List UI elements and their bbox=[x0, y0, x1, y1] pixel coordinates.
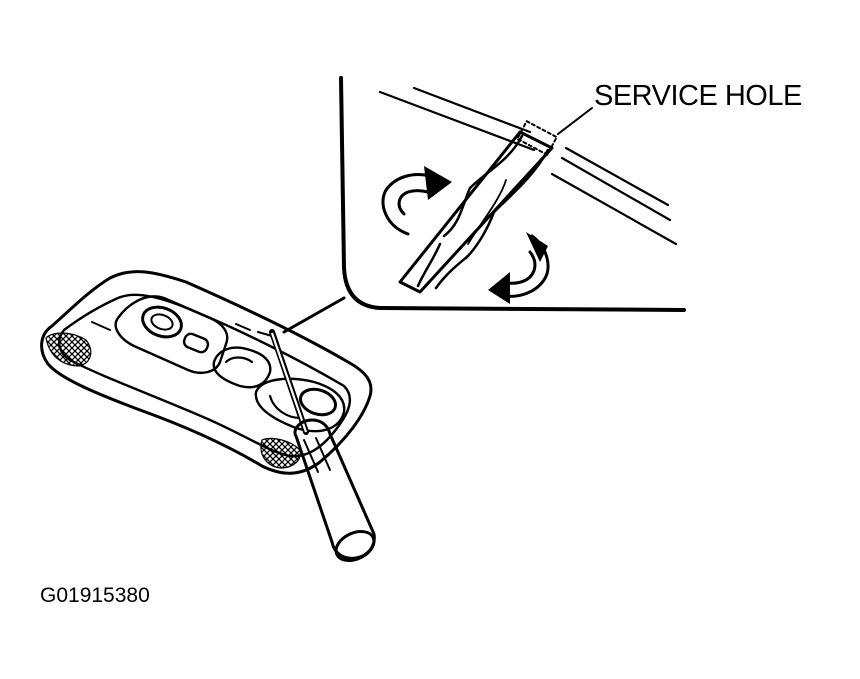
detail-inset bbox=[339, 76, 686, 312]
callout-leader bbox=[557, 107, 593, 135]
service-hole-icon bbox=[516, 120, 558, 156]
detail-leader bbox=[282, 296, 346, 334]
rotation-arrow-icon bbox=[488, 232, 550, 304]
screwdriver-blade-detail bbox=[398, 130, 554, 294]
service-hole-label: SERVICE HOLE bbox=[594, 80, 802, 112]
screwdriver-icon bbox=[269, 329, 376, 563]
inset-frame bbox=[339, 76, 686, 312]
dome-light-lens bbox=[40, 270, 373, 475]
figure-id: G01915380 bbox=[40, 584, 150, 607]
rotation-arrow-icon bbox=[381, 166, 452, 236]
